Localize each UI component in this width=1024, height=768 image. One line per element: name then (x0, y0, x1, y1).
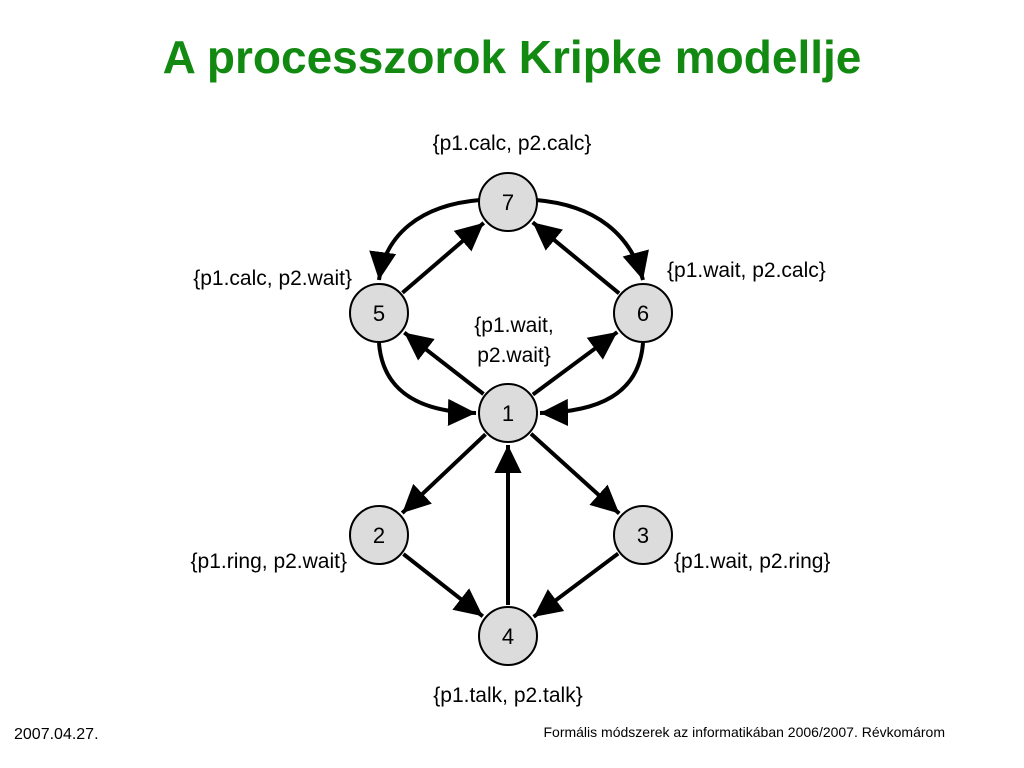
edge-5-to-7 (401, 221, 486, 295)
state-node-6: 6 (613, 283, 673, 343)
label-state-7: {p1.calc, p2.calc} (433, 132, 592, 155)
footer-course: Formális módszerek az informatikában 200… (543, 724, 945, 740)
label-state-2: {p1.ring, p2.wait} (191, 550, 347, 573)
state-circle-3 (613, 505, 673, 565)
state-number-5: 5 (373, 301, 385, 326)
edge-1-to-2 (400, 432, 487, 515)
states: 7 5 6 1 2 3 4 (349, 172, 673, 666)
state-number-4: 4 (502, 624, 514, 649)
edge-2-to-4 (402, 552, 485, 618)
transitions (369, 198, 649, 619)
state-circle-2 (349, 505, 409, 565)
label-state-6: {p1.wait, p2.calc} (667, 259, 826, 282)
state-number-7: 7 (502, 190, 514, 215)
state-circle-4 (478, 606, 538, 666)
state-circle-7 (478, 172, 538, 232)
state-node-7: 7 (478, 172, 538, 232)
edge-6-to-1 (539, 342, 645, 427)
page-title: A processzorok Kripke modellje (162, 31, 862, 83)
state-circle-5 (349, 283, 409, 343)
label-state-1-line2: p2.wait} (477, 344, 551, 367)
edge-7-to-6 (535, 198, 649, 281)
state-circle-1 (478, 383, 538, 443)
state-node-4: 4 (478, 606, 538, 666)
label-state-5: {p1.calc, p2.wait} (193, 267, 352, 290)
label-state-4: {p1.talk, p2.talk} (433, 684, 582, 707)
label-state-3: {p1.wait, p2.ring} (674, 550, 830, 573)
state-number-3: 3 (637, 523, 649, 548)
state-node-3: 3 (613, 505, 673, 565)
label-state-1-line1: {p1.wait, (474, 314, 553, 337)
edge-1-to-6 (531, 330, 619, 397)
edge-3-to-4 (532, 551, 620, 619)
state-labels: {p1.calc, p2.calc} {p1.calc, p2.wait} {p… (191, 132, 831, 707)
edge-5-to-1 (377, 342, 477, 427)
edge-1-to-3 (529, 432, 621, 516)
footer-date: 2007.04.27. (14, 726, 99, 743)
edge-1-to-5 (403, 331, 485, 396)
state-node-2: 2 (349, 505, 409, 565)
state-node-5: 5 (349, 283, 409, 343)
state-number-1: 1 (502, 401, 514, 426)
state-number-2: 2 (373, 523, 385, 548)
edge-7-to-5 (369, 198, 481, 281)
state-node-1: 1 (478, 383, 538, 443)
edge-6-to-7 (531, 220, 621, 295)
state-circle-6 (613, 283, 673, 343)
state-number-6: 6 (637, 301, 649, 326)
